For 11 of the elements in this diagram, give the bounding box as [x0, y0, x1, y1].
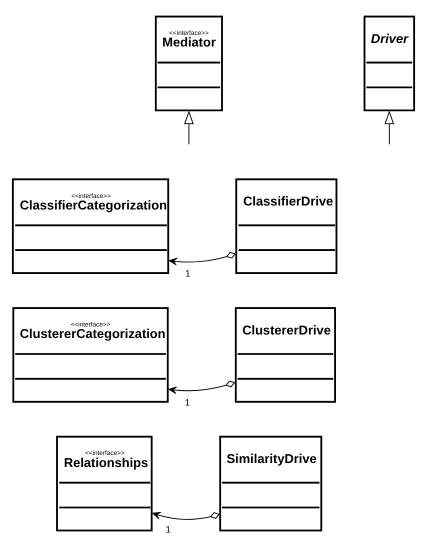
node-box: Driver — [364, 15, 416, 111]
edge-label: 1 — [184, 396, 190, 407]
arrow — [184, 110, 194, 144]
node-box: ClustererDrive — [234, 306, 336, 402]
arrow — [152, 511, 220, 520]
node-box: SimilarityDrive — [219, 435, 322, 531]
arrow — [168, 380, 236, 394]
edge-label: 1 — [185, 268, 190, 278]
edge-label: 1 — [166, 524, 171, 534]
arrow — [168, 251, 236, 265]
arrow — [384, 110, 394, 144]
